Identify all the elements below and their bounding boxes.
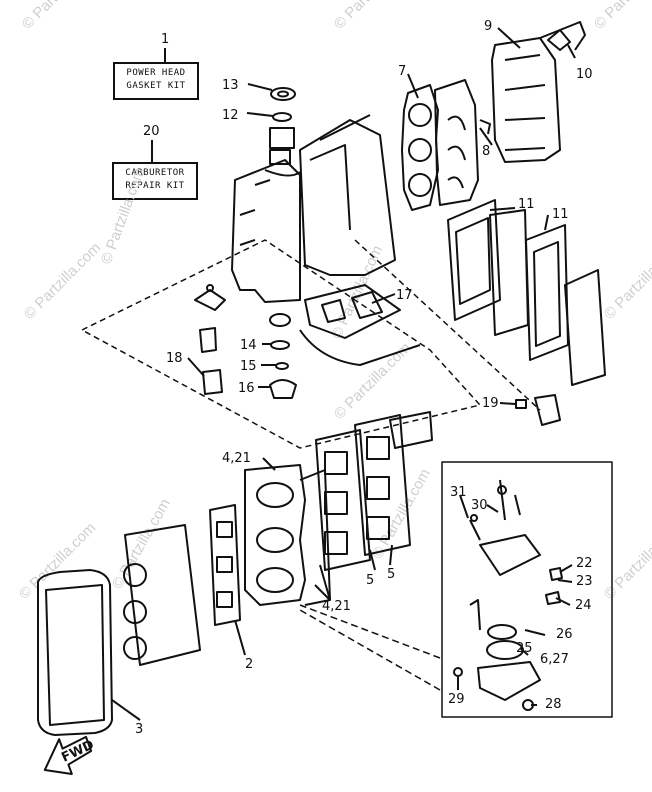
- callout-18: 18: [166, 351, 183, 366]
- callout-26: 26: [556, 627, 573, 642]
- callout-12: 12: [222, 108, 239, 123]
- silencer-cover-part: [124, 524, 201, 666]
- forward-direction-arrow: FWD: [43, 735, 97, 775]
- bearing-part: [269, 313, 291, 327]
- exhaust-gasket-11b-part: [525, 224, 569, 361]
- callout-25: 25: [516, 641, 533, 656]
- watermark-text: © Partzilla.com: [16, 519, 99, 602]
- watermark-text: © Partzilla.com: [601, 519, 652, 602]
- callout-5a: 5: [366, 573, 374, 588]
- kit-number-carburetor: 20: [143, 124, 160, 139]
- kit-label-line: GASKET KIT: [126, 81, 186, 91]
- kit-label-line: REPAIR KIT: [125, 181, 185, 191]
- housing-16-part: [269, 379, 297, 399]
- gasket-17-part: [304, 284, 401, 339]
- kit-number-power-head: 1: [161, 32, 170, 47]
- power-head-gasket-kit-box[interactable]: POWER HEAD GASKET KIT: [113, 62, 199, 100]
- callout-8: 8: [482, 144, 490, 159]
- watermark-text: © Partzilla.com: [601, 239, 652, 322]
- callout-2: 2: [245, 657, 253, 672]
- callout-29: 29: [448, 692, 465, 707]
- washer-15-part: [275, 362, 289, 370]
- cylinder-head-cover-9-part: [491, 37, 561, 163]
- callout-4-21-bottom: 4,21: [322, 599, 351, 614]
- callout-7: 7: [398, 64, 406, 79]
- pump-cover-part: [477, 661, 541, 701]
- carburetor-repair-kit-box[interactable]: CARBURETOR REPAIR KIT: [112, 162, 198, 200]
- callout-3: 3: [135, 722, 143, 737]
- callout-24: 24: [575, 598, 592, 613]
- callout-16: 16: [238, 381, 255, 396]
- exhaust-gasket-11-part: [447, 199, 501, 321]
- callout-layer: 9 10 7 8 11 11 13 12 17 14 15 16 18 19 4…: [135, 19, 593, 737]
- watermark-text: © Partzilla.com: [19, 0, 102, 33]
- fuel-pump-group-box: [441, 461, 613, 718]
- callout-31: 31: [450, 485, 467, 500]
- watermark-text: © Partzilla.com: [21, 239, 104, 322]
- callout-6-27: 6,27: [540, 652, 569, 667]
- reed-gasket-5b-part: [354, 414, 411, 556]
- callout-28: 28: [545, 697, 562, 712]
- reed-gasket-5-part: [315, 429, 371, 571]
- seal-14-part: [270, 340, 290, 350]
- callout-11a: 11: [518, 197, 535, 212]
- watermark-text: © Partzilla.com: [109, 496, 174, 592]
- callout-10: 10: [576, 67, 593, 82]
- callout-17: 17: [396, 288, 413, 303]
- fuel-pump-body-part: [479, 534, 541, 576]
- callout-22: 22: [576, 556, 593, 571]
- sleeve-18-part: [199, 327, 223, 395]
- part-19: [534, 394, 561, 426]
- oil-seal-13-part: [270, 87, 296, 101]
- kit-label-line: CARBURETOR: [125, 168, 185, 178]
- callout-4-21-top: 4,21: [222, 451, 251, 466]
- intake-gasket-2-part: [209, 504, 241, 626]
- carburetor-assembly-4-21-part: [244, 464, 306, 606]
- callout-11b: 11: [552, 207, 569, 222]
- watermark-text: © Partzilla.com: [591, 0, 652, 33]
- callout-19: 19: [482, 396, 499, 411]
- diaphragm-25-part: [487, 624, 517, 640]
- silencer-gasket-3-part: [37, 569, 113, 736]
- watermark-text: © Partzilla.com: [331, 0, 414, 33]
- callout-30: 30: [471, 498, 488, 513]
- callout-9: 9: [484, 19, 492, 34]
- thermostat-10-part: [547, 29, 571, 51]
- callout-14: 14: [240, 338, 257, 353]
- callout-23: 23: [576, 574, 593, 589]
- o-ring-12-part: [272, 112, 292, 122]
- watermark-text: © Partzilla.com: [98, 166, 149, 267]
- callout-13: 13: [222, 78, 239, 93]
- group-outline-powerhead: [81, 239, 481, 449]
- callout-5b: 5: [387, 567, 395, 582]
- callout-15: 15: [240, 359, 257, 374]
- kit-label-line: POWER HEAD: [126, 68, 186, 78]
